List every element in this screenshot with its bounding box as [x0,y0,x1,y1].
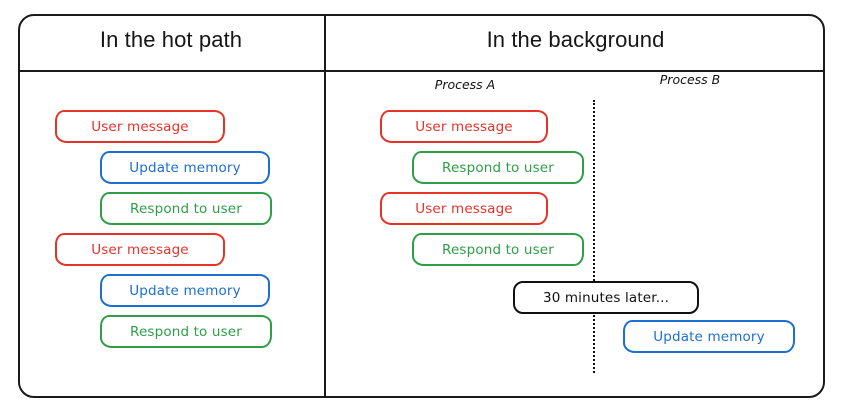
hot-path-chip-respond-to-user-6: Respond to user [100,315,272,348]
process-a-chip-respond-to-user-2: Respond to user [412,151,584,184]
process-a-chip-user-message-1: User message [380,110,548,143]
panel-title-background: In the background [486,27,665,52]
hot-path-chip-user-message-4: User message [55,233,225,266]
process-a-chip-respond-to-user-4: Respond to user [412,233,584,266]
process-separator-dotted-line [593,100,595,373]
time-marker-chip-30-minutes-later-1: 30 minutes later... [513,281,699,314]
hot-path-chip-update-memory-2: Update memory [100,151,270,184]
process-b-label: Process B [659,72,721,87]
hot-path-chip-user-message-1: User message [55,110,225,143]
process-b-chip-update-memory-1: Update memory [623,320,795,353]
hot-path-chip-update-memory-5: Update memory [100,274,270,307]
process-a-chip-user-message-3: User message [380,192,548,225]
panel-divider-vertical [324,14,326,398]
process-a-label: Process A [434,77,496,92]
panel-title-hot-path: In the hot path [99,27,243,52]
hot-path-chip-respond-to-user-3: Respond to user [100,192,272,225]
header-divider-horizontal [18,70,825,72]
